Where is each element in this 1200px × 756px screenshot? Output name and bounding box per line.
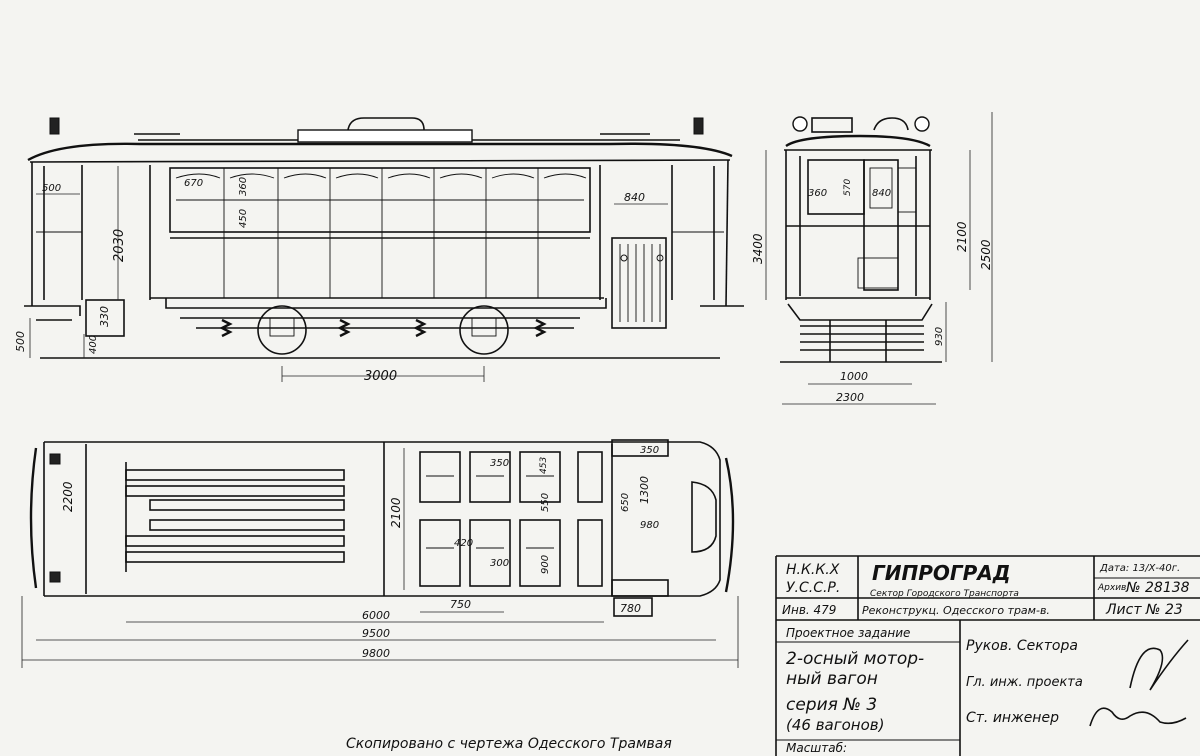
scale-label: Масштаб: [786,741,847,755]
end-dim-930: 930 [934,327,945,346]
end-dim-1000: 1000 [840,370,868,383]
dim-500-left: 500 [14,331,27,352]
signature-1 [1129,639,1189,691]
role-sector-head: Руков. Сектора [966,638,1078,654]
plan-view: 2200 2100 350 453 350 550 650 1300 980 4… [21,439,739,668]
archive-number: № 28138 [1125,580,1190,596]
plan-dim-650: 650 [620,493,631,512]
plan-dim-9500: 9500 [362,627,390,640]
end-dim-2500: 2500 [979,239,993,270]
plan-dim-300: 300 [490,558,509,569]
end-dim-3400: 3400 [751,233,765,264]
dim-450: 450 [238,209,249,228]
desc-line3: серия № 3 [786,695,877,715]
dim-500-top: 500 [42,183,61,194]
plan-dim-350a: 350 [490,458,509,469]
plan-dim-2100: 2100 [389,497,403,528]
plan-dim-550: 550 [540,493,551,512]
plan-dim-780: 780 [620,602,641,615]
plan-dim-2200: 2200 [61,481,75,512]
plan-dim-9800: 9800 [362,647,390,660]
dim-2030: 2030 [112,229,127,262]
sector-name: Сектор Городского Транспорта [870,589,1019,599]
desc-line4: (46 вагонов) [786,716,884,734]
archive-label: Архив [1097,583,1126,593]
plan-dim-6000: 6000 [362,609,390,622]
plan-dim-350b: 350 [640,445,659,456]
institute-name: ГИПРОГРАД [872,561,1011,585]
title-block: Н.К.К.Х У.С.С.Р. ГИПРОГРАД Сектор Городс… [775,555,1200,756]
desc-line1: 2-осный мотор- [786,649,924,669]
plan-dim-420: 420 [454,538,473,549]
end-dim-840: 840 [872,188,891,199]
end-dim-570: 570 [843,179,853,196]
plan-dim-900: 900 [540,555,551,574]
dim-670: 670 [184,178,203,189]
plan-dim-453: 453 [539,457,549,474]
sheet-number: Лист № 23 [1105,602,1183,618]
role-chief-engineer: Гл. инж. проекта [966,675,1083,690]
end-dim-2100: 2100 [955,221,969,252]
signature-2 [1089,707,1187,727]
plan-dim-750: 750 [450,598,471,611]
assignment: Проектное задание [786,626,910,640]
inventory-number: Инв. 479 [782,603,836,617]
plan-dim-1300: 1300 [638,476,651,504]
dim-840: 840 [624,191,645,204]
org-line2: У.С.С.Р. [786,580,840,596]
end-dim-2300: 2300 [836,391,864,404]
dim-3000: 3000 [364,369,397,384]
side-view: 500 670 360 450 2030 840 330 400 500 300… [14,117,744,384]
plan-dim-980: 980 [640,520,659,531]
end-view: 360 570 840 3400 2100 2500 930 1000 2300 [751,112,993,405]
date: Дата: 13/Х-40г. [1099,563,1180,574]
reconstruction-title: Реконструкц. Одесского трам-в. [862,604,1050,617]
dim-360: 360 [238,177,249,196]
end-dim-360: 360 [808,188,827,199]
dim-330: 330 [98,306,111,327]
role-senior-engineer: Ст. инженер [966,710,1059,726]
footer-note: Скопировано с чертежа Одесского Трамвая [346,736,672,752]
dim-400: 400 [88,335,99,354]
org-line1: Н.К.К.Х [786,562,840,578]
desc-line2: ный вагон [786,669,878,689]
